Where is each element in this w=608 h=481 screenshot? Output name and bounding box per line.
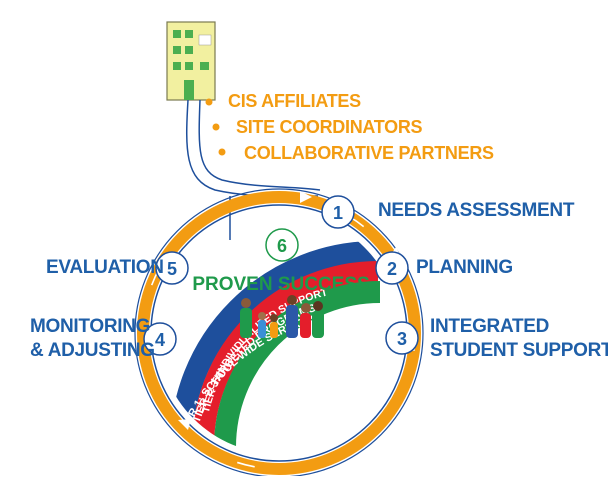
bullet-dot bbox=[212, 123, 220, 131]
step-circle-4: 4 bbox=[143, 322, 177, 356]
label-integrated-line2: STUDENT SUPPORTS bbox=[430, 340, 608, 361]
step-circle-2: 2 bbox=[375, 251, 409, 285]
label-monitoring-line1: MONITORING bbox=[30, 316, 151, 337]
bullet-dot bbox=[205, 98, 213, 106]
school-building bbox=[166, 21, 216, 101]
affiliate-collaborative-partners: COLLABORATIVE PARTNERS bbox=[244, 143, 494, 163]
step-circle-1: 1 bbox=[321, 195, 355, 229]
affiliate-cis-affiliates: CIS AFFILIATES bbox=[228, 91, 361, 111]
students-group bbox=[240, 295, 324, 338]
label-evaluation: EVALUATION bbox=[46, 257, 164, 278]
label-needs-assessment: NEEDS ASSESSMENT bbox=[378, 200, 575, 221]
svg-text:2: 2 bbox=[387, 259, 397, 279]
svg-text:3: 3 bbox=[397, 329, 407, 349]
label-monitoring-line2: & ADJUSTING bbox=[30, 340, 155, 361]
step-circle-6: 6 bbox=[265, 228, 299, 262]
label-integrated-line1: INTEGRATED bbox=[430, 316, 550, 337]
label-planning: PLANNING bbox=[416, 257, 513, 278]
proven-success-title: PROVEN SUCCESS bbox=[192, 274, 369, 295]
step-circle-5: 5 bbox=[155, 251, 189, 285]
affiliate-site-coordinators: SITE COORDINATORS bbox=[236, 117, 423, 137]
svg-text:1: 1 bbox=[333, 203, 343, 223]
svg-text:5: 5 bbox=[167, 259, 177, 279]
svg-text:6: 6 bbox=[277, 236, 287, 256]
bullet-dot bbox=[218, 148, 226, 156]
svg-text:4: 4 bbox=[155, 330, 165, 350]
step-circle-3: 3 bbox=[385, 321, 419, 355]
